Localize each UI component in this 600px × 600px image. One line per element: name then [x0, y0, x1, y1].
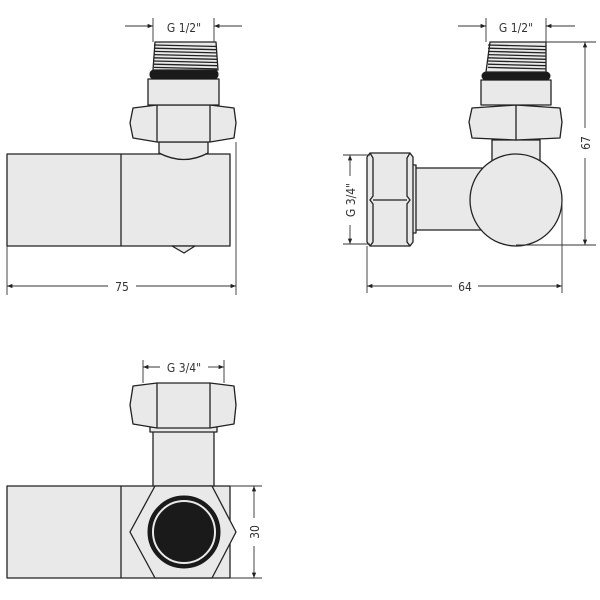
side-view: G 1/2" 75	[6, 18, 242, 295]
thread-line	[487, 47, 547, 51]
neck	[147, 78, 220, 106]
thread-line	[153, 60, 218, 64]
thread-line	[153, 44, 218, 48]
thread	[485, 41, 547, 73]
thread-line	[153, 57, 218, 60]
height-dimension-label: 67	[579, 136, 593, 150]
thread-line	[153, 53, 218, 57]
front-view: G 1/2" 67 G 3/4" 64	[343, 18, 596, 294]
bottom-tip	[171, 245, 196, 254]
neck	[480, 79, 552, 106]
outlet-port	[147, 495, 221, 569]
o-ring	[149, 69, 219, 80]
thread-dimension-label: G 1/2"	[167, 21, 201, 35]
inlet-hex-nut	[129, 382, 237, 429]
thread-line	[487, 66, 547, 70]
thread-line	[153, 63, 218, 67]
thread-line	[153, 50, 218, 54]
stem	[158, 141, 209, 161]
thread-line	[487, 60, 547, 64]
o-ring	[481, 71, 551, 81]
thread-line	[487, 57, 547, 60]
inlet-dimension-label: G 3/4"	[344, 183, 358, 217]
thread-line	[487, 53, 547, 57]
thread-line	[487, 63, 547, 67]
hex-nut	[129, 104, 237, 143]
thread-line	[153, 47, 218, 51]
valve-body	[6, 153, 231, 247]
width-dimension-label: 75	[115, 280, 129, 294]
top-view: G 3/4" 30	[6, 360, 262, 579]
thread-line	[153, 66, 218, 70]
height-dimension-label: 30	[248, 525, 262, 539]
thread-line	[487, 44, 547, 48]
valve-body-round	[469, 153, 563, 247]
inlet-dimension-label: G 3/4"	[167, 361, 201, 375]
inlet-pipe	[152, 429, 215, 487]
thread-dimension-label: G 1/2"	[499, 21, 533, 35]
thread	[152, 41, 219, 71]
thread-line	[487, 50, 547, 54]
width-dimension-label: 64	[458, 280, 472, 294]
